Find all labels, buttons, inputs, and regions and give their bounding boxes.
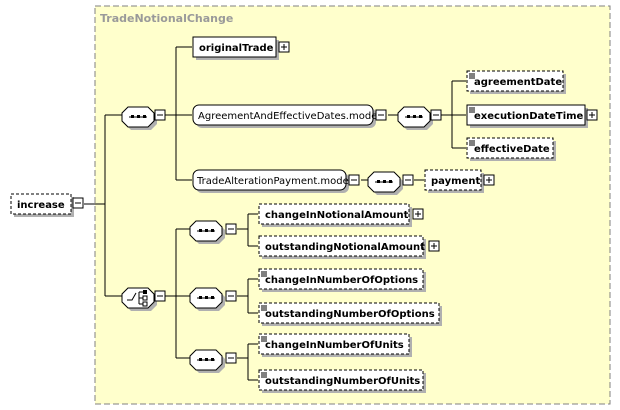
svg-text:outstandingNotionalAmount: outstandingNotionalAmount: [265, 242, 425, 253]
expand-icon[interactable]: [586, 109, 598, 121]
expand-icon[interactable]: [428, 240, 440, 252]
connectors: [84, 46, 466, 381]
element-original-trade[interactable]: originalTrade: [192, 36, 279, 60]
sequence-compositor[interactable]: [367, 171, 403, 195]
element-change-in-number-of-options[interactable]: changeInNumberOfOptions: [258, 268, 426, 292]
element-outstanding-number-of-options[interactable]: outstandingNumberOfOptions: [258, 302, 442, 326]
collapse-icon[interactable]: [402, 174, 414, 186]
choice-compositor[interactable]: [121, 287, 157, 311]
element-agreement-date[interactable]: agreementDate: [466, 70, 566, 94]
svg-text:agreementDate: agreementDate: [474, 77, 562, 88]
svg-text:TradeAlterationPayment.model: TradeAlterationPayment.model: [196, 176, 352, 187]
sequence-compositor[interactable]: [121, 106, 157, 130]
collapse-icon[interactable]: [225, 290, 237, 302]
svg-text:outstandingNumberOfOptions: outstandingNumberOfOptions: [265, 309, 435, 320]
collapse-icon[interactable]: [430, 109, 442, 121]
sequence-compositor[interactable]: [189, 287, 225, 311]
element-outstanding-number-of-units[interactable]: outstandingNumberOfUnits: [258, 369, 426, 393]
group-ref-alteration-payment-model[interactable]: TradeAlterationPayment.model: [192, 169, 352, 193]
sequence-compositor[interactable]: [397, 106, 433, 130]
collapse-icon[interactable]: [72, 197, 84, 209]
collapse-icon[interactable]: [225, 223, 237, 235]
svg-text:payment: payment: [431, 176, 480, 187]
group-title: TradeNotionalChange: [100, 12, 233, 25]
svg-text:changeInNumberOfOptions: changeInNumberOfOptions: [265, 275, 418, 286]
svg-text:AgreementAndEffectiveDates.mod: AgreementAndEffectiveDates.model: [198, 111, 380, 122]
svg-text:originalTrade: originalTrade: [199, 43, 274, 54]
element-payment[interactable]: payment: [424, 169, 484, 193]
svg-text:changeInNotionalAmount: changeInNotionalAmount: [265, 210, 409, 221]
expand-icon[interactable]: [483, 174, 495, 186]
svg-text:effectiveDate: effectiveDate: [474, 144, 550, 155]
element-change-in-notional-amount[interactable]: changeInNotionalAmount: [258, 203, 412, 227]
element-outstanding-notional-amount[interactable]: outstandingNotionalAmount: [258, 235, 426, 259]
element-execution-date-time[interactable]: executionDateTime: [466, 104, 588, 128]
sequence-compositor[interactable]: [189, 349, 225, 373]
expand-icon[interactable]: [412, 208, 424, 220]
svg-text:changeInNumberOfUnits: changeInNumberOfUnits: [265, 340, 404, 351]
svg-text:executionDateTime: executionDateTime: [474, 111, 584, 122]
root-element-increase[interactable]: increase: [10, 193, 74, 217]
expand-icon[interactable]: [278, 41, 290, 53]
collapse-icon[interactable]: [375, 109, 387, 121]
collapse-icon[interactable]: [154, 109, 166, 121]
svg-text:outstandingNumberOfUnits: outstandingNumberOfUnits: [265, 376, 420, 387]
collapse-icon[interactable]: [348, 174, 360, 186]
collapse-icon[interactable]: [225, 352, 237, 364]
group-ref-agreement-model[interactable]: AgreementAndEffectiveDates.model: [192, 104, 380, 128]
element-effective-date[interactable]: effectiveDate: [466, 137, 556, 161]
collapse-icon[interactable]: [154, 290, 166, 302]
element-change-in-number-of-units[interactable]: changeInNumberOfUnits: [258, 333, 412, 357]
svg-text:increase: increase: [17, 200, 65, 211]
sequence-compositor[interactable]: [189, 220, 225, 244]
